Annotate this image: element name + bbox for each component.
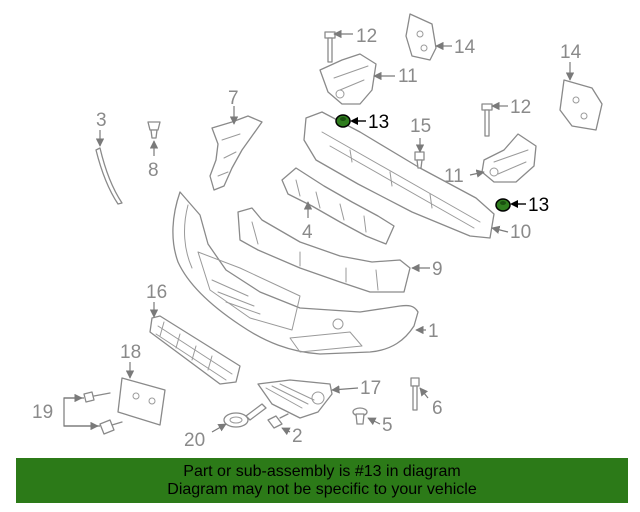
part-13-nut-upper[interactable]	[335, 114, 351, 128]
callout-19: 19	[32, 402, 53, 423]
part-6-bolt[interactable]	[410, 377, 420, 411]
callout-1: 1	[428, 321, 439, 342]
part-info-banner: Part or sub-assembly is #13 in diagram D…	[16, 458, 628, 503]
part-1-bumper-cover[interactable]	[172, 191, 419, 355]
part-17-fog-lamp-bezel[interactable]	[257, 379, 333, 419]
banner-line-disclaimer: Diagram may not be specific to your vehi…	[167, 480, 477, 498]
part-12-bolt-upper[interactable]	[324, 31, 336, 63]
part-2-fastener[interactable]	[267, 413, 289, 429]
part-3-trim-strip[interactable]	[95, 147, 123, 205]
part-5-push-clip[interactable]	[352, 407, 368, 425]
part-8-clip[interactable]	[147, 121, 161, 139]
part-13-nut-right[interactable]	[495, 198, 511, 212]
callout-15: 15	[410, 116, 431, 137]
callout-8: 8	[148, 160, 159, 181]
callout-11-upper: 11	[398, 66, 418, 87]
callout-7: 7	[228, 88, 239, 109]
part-11-mount-bracket-right[interactable]	[481, 133, 537, 183]
callout-12-right: 12	[510, 97, 531, 118]
callout-6: 6	[432, 398, 443, 419]
callout-9: 9	[432, 259, 443, 280]
banner-line-part: Part or sub-assembly is #13 in diagram	[183, 462, 461, 480]
part-12-bolt-right[interactable]	[481, 103, 493, 137]
callout-14-upper: 14	[454, 37, 476, 58]
callout-2: 2	[292, 426, 303, 447]
callout-11-right: 11	[444, 166, 464, 187]
part-16-lower-grille[interactable]	[149, 315, 241, 385]
callout-13-upper: 13	[368, 112, 389, 133]
part-19-screws[interactable]	[83, 391, 123, 435]
part-9-energy-absorber[interactable]	[237, 207, 411, 293]
exploded-parts-diagram: 3 8 7 4 9 10 11 11 12 12 14 14 15 16 18 …	[32, 13, 603, 451]
callout-4: 4	[302, 222, 313, 243]
callout-10: 10	[510, 222, 531, 243]
callout-leaders	[63, 29, 575, 436]
callout-labels: 3 8 7 4 9 10 11 11 12 12 14 14 15 16 18 …	[32, 26, 582, 451]
part-18-license-plate-bracket[interactable]	[117, 377, 166, 426]
callout-5: 5	[382, 415, 393, 436]
callout-20: 20	[184, 430, 205, 451]
part-14-mounting-plate-right[interactable]	[559, 79, 603, 131]
part-14-mounting-plate-upper[interactable]	[405, 13, 437, 61]
callout-14-right: 14	[560, 42, 582, 63]
callout-13-right: 13	[528, 195, 549, 216]
callout-3: 3	[96, 110, 107, 131]
part-7-side-bracket[interactable]	[209, 115, 263, 191]
part-20-tow-hook[interactable]	[223, 403, 267, 428]
part-10-impact-bar[interactable]	[303, 111, 495, 239]
part-11-mount-bracket-upper[interactable]	[319, 53, 377, 105]
callout-18: 18	[120, 342, 141, 363]
callout-17: 17	[360, 378, 381, 399]
callout-12-upper: 12	[356, 26, 377, 47]
highlight-arrows	[350, 117, 526, 208]
callout-16: 16	[146, 282, 167, 303]
